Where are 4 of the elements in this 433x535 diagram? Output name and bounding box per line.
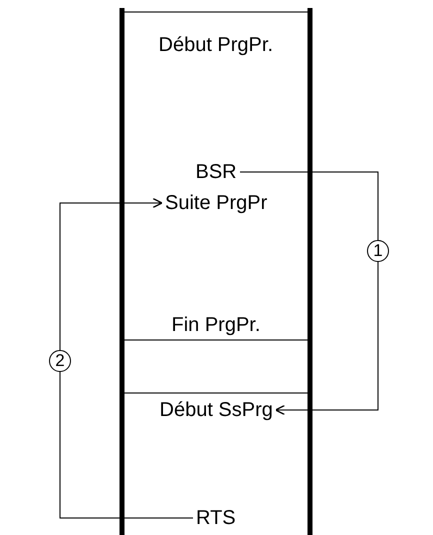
arrow [239,172,378,416]
edge-label: 2 [49,350,71,372]
edge-label: 1 [367,240,389,262]
arrow [60,198,194,518]
